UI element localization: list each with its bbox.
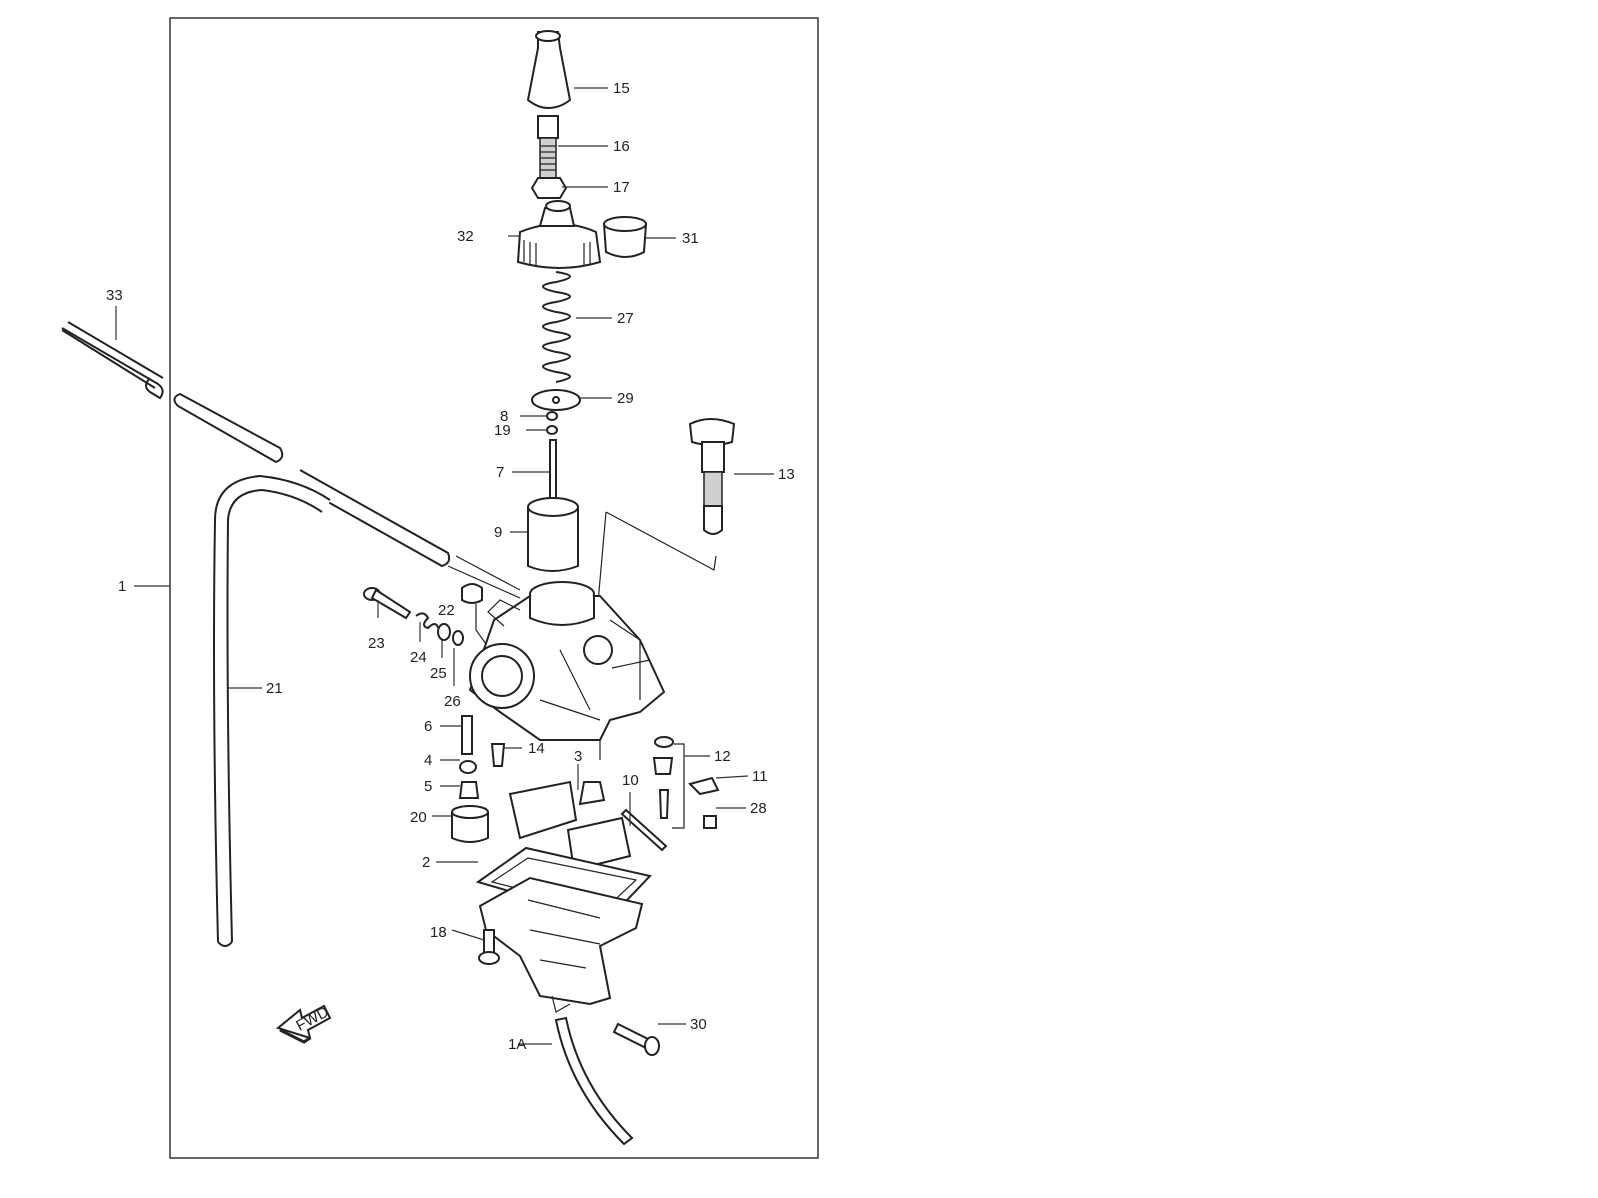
- label-29: 29: [617, 390, 634, 407]
- part-11-clip[interactable]: [688, 776, 720, 796]
- label-24: 24: [410, 649, 427, 666]
- label-1: 1: [118, 578, 126, 595]
- leader-lines: [115, 87, 774, 1045]
- label-13: 13: [778, 466, 795, 483]
- part-4-washer[interactable]: [459, 760, 477, 774]
- part-33-tube[interactable]: [61, 321, 164, 400]
- label-8: 8: [500, 408, 508, 425]
- label-5: 5: [424, 778, 432, 795]
- part-10-float-pin[interactable]: [620, 808, 668, 852]
- label-9: 9: [494, 524, 502, 541]
- part-6-pilot-jet[interactable]: [461, 715, 473, 755]
- part-12-needle-valve[interactable]: [652, 736, 685, 829]
- label-21: 21: [266, 680, 283, 697]
- part-16-adjuster[interactable]: [537, 115, 559, 179]
- diagram-frame: [169, 17, 819, 1159]
- part-17-nut[interactable]: [530, 177, 568, 199]
- label-19: 19: [494, 422, 511, 439]
- part-28-screw[interactable]: [703, 815, 717, 829]
- part-29-clip-plate[interactable]: [531, 389, 581, 411]
- label-12: 12: [714, 748, 731, 765]
- part-15-cable-cap[interactable]: [526, 30, 572, 110]
- vent-tube: [173, 392, 521, 599]
- label-17: 17: [613, 179, 630, 196]
- fwd-label: FWD: [293, 1004, 331, 1035]
- choke-guide-line: [605, 511, 717, 571]
- label-32: 32: [457, 228, 474, 245]
- label-20: 20: [410, 809, 427, 826]
- label-26: 26: [444, 693, 461, 710]
- part-5-main-jet[interactable]: [458, 781, 480, 799]
- label-2: 2: [422, 854, 430, 871]
- part-25-washer[interactable]: [437, 623, 451, 641]
- label-15: 15: [613, 80, 630, 97]
- part-9-throttle-valve[interactable]: [527, 497, 579, 572]
- label-1A: 1A: [508, 1036, 526, 1053]
- part-32-top-cap[interactable]: [516, 200, 602, 269]
- part-8-clip[interactable]: [546, 411, 558, 421]
- leader-22-group: [475, 604, 487, 645]
- part-20-cap[interactable]: [451, 805, 489, 843]
- label-16: 16: [613, 138, 630, 155]
- part-23-air-screw[interactable]: [363, 587, 412, 620]
- label-28: 28: [750, 800, 767, 817]
- label-14: 14: [528, 740, 545, 757]
- part-1A-drain-hose[interactable]: [554, 1016, 634, 1146]
- part-26-oring[interactable]: [452, 630, 464, 646]
- label-18: 18: [430, 924, 447, 941]
- carburetor-body[interactable]: [468, 581, 666, 760]
- part-24-spring[interactable]: [415, 612, 439, 630]
- label-7: 7: [496, 464, 504, 481]
- part-30-drain-screw[interactable]: [612, 1022, 660, 1056]
- part-13-choke-plunger[interactable]: [688, 418, 736, 535]
- part-31-cap[interactable]: [602, 216, 648, 258]
- label-23: 23: [368, 635, 385, 652]
- label-27: 27: [617, 310, 634, 327]
- label-3: 3: [574, 748, 582, 765]
- label-25: 25: [430, 665, 447, 682]
- part-19-washer[interactable]: [546, 425, 558, 435]
- label-22: 22: [438, 602, 455, 619]
- label-6: 6: [424, 718, 432, 735]
- label-30: 30: [690, 1016, 707, 1033]
- part-27-spring[interactable]: [542, 271, 571, 383]
- part-21-hose[interactable]: [213, 474, 331, 947]
- part-14-jet[interactable]: [490, 743, 506, 767]
- part-22-cap[interactable]: [461, 583, 483, 604]
- part-18-screw[interactable]: [478, 929, 500, 965]
- label-4: 4: [424, 752, 432, 769]
- part-3-float[interactable]: [508, 780, 632, 872]
- part-labels: 15 16 17 32 31 33 27 29 8 19 7 13 9 1 22…: [106, 80, 795, 1053]
- label-31: 31: [682, 230, 699, 247]
- label-10: 10: [622, 772, 639, 789]
- fwd-arrow-icon: FWD: [275, 1004, 332, 1044]
- float-bowl[interactable]: [478, 876, 644, 1013]
- label-33: 33: [106, 287, 123, 304]
- label-11: 11: [752, 768, 768, 785]
